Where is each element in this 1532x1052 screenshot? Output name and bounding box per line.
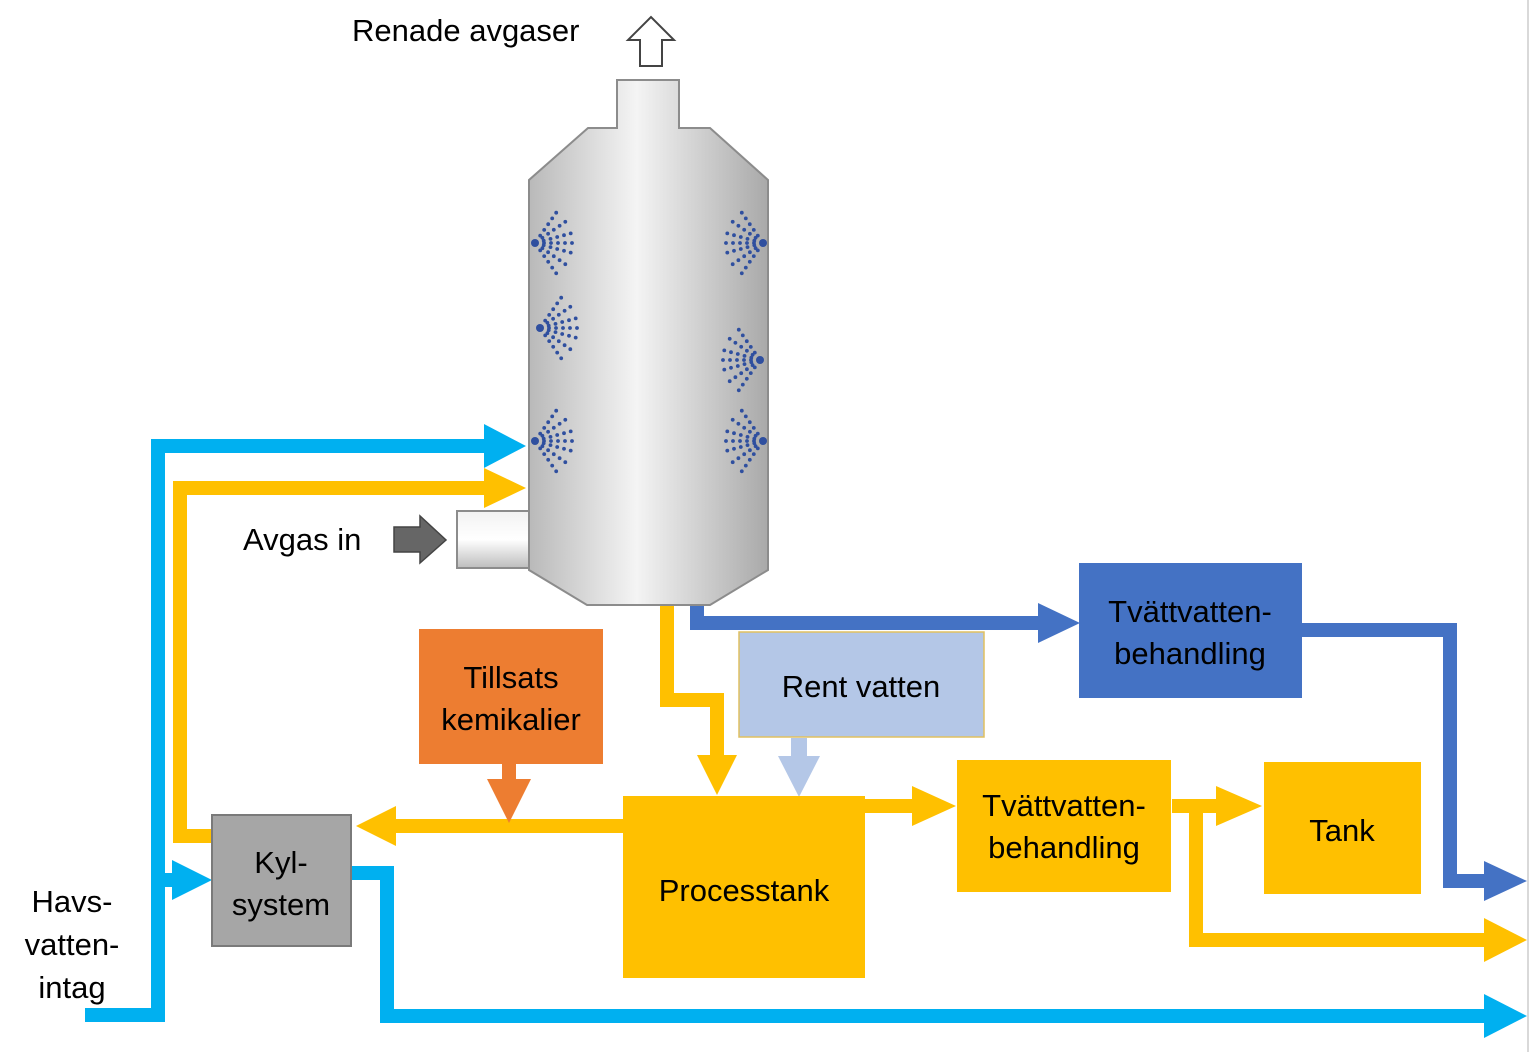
clean-water-feed-arrow — [778, 738, 820, 797]
exhaust-in-label: Avgas in — [243, 522, 361, 557]
chemicals-box: Tillsats kemikalier — [419, 629, 603, 764]
cooling-system-label-line-2: system — [232, 887, 330, 922]
cooling-system-box: Kyl- system — [211, 814, 352, 947]
blue-treatment-discharge-line — [1302, 623, 1490, 888]
exhaust-out-label: Renade avgaser — [352, 13, 580, 48]
washwater-treatment-yellow-label-line-2: behandling — [988, 830, 1140, 865]
washwater-treatment-yellow-box: Tvättvatten- behandling — [957, 760, 1171, 892]
seawater-intake-label: Havs- vatten- intag — [25, 884, 120, 1005]
spray-nozzle-right-1-icon — [724, 210, 767, 276]
treated-arrowhead-discharge — [1484, 861, 1527, 901]
spray-nozzle-left-1-icon — [531, 210, 574, 276]
spray-nozzle-right-2-icon — [721, 327, 764, 393]
seawater-intake-label-line-2: vatten- — [25, 927, 120, 962]
spray-nozzle-left-3-icon — [531, 408, 574, 474]
process-arrowhead-cooling — [356, 806, 396, 846]
seawater-supply-line — [85, 439, 490, 1022]
seawater-arrowhead-scrubber — [484, 424, 526, 468]
process-tank-label: Processtank — [659, 873, 830, 908]
process-water-flow-lines — [173, 468, 1527, 962]
washwater-treatment-yellow-label-line-1: Tvättvatten- — [982, 788, 1146, 823]
seawater-arrowhead-cooling — [172, 860, 212, 900]
clean-water-box: Rent vatten — [738, 631, 985, 738]
seawater-intake-label-line-1: Havs- — [32, 884, 113, 919]
chemicals-label-line-2: kemikalier — [441, 702, 581, 737]
scrubber-drain-line — [660, 605, 724, 760]
chemical-feed-arrow — [487, 763, 531, 823]
exhaust-out-arrow-icon — [625, 15, 677, 67]
exhaust-in-arrow-icon — [393, 514, 448, 565]
seawater-flow-lines — [85, 424, 1527, 1038]
cooling-system-label-line-1: Kyl- — [254, 845, 307, 880]
chemicals-label-line-1: Tillsats — [463, 660, 558, 695]
process-arrowhead-scrubber — [484, 468, 526, 508]
exhaust-inlet-pipe — [456, 510, 530, 569]
washwater-treatment-blue-box: Tvättvatten- behandling — [1079, 563, 1302, 698]
scrubber-tower — [456, 79, 769, 606]
tank-label: Tank — [1309, 813, 1375, 848]
spray-nozzles — [531, 210, 767, 474]
treatment-discharge-line — [1180, 799, 1490, 947]
seawater-intake-label-line-3: intag — [38, 970, 105, 1005]
washwater-treatment-blue-label-line-1: Tvättvatten- — [1108, 594, 1272, 629]
tank-box: Tank — [1264, 762, 1421, 894]
process-tank-box: Processtank — [623, 796, 865, 978]
scrubber-body — [528, 79, 769, 606]
washwater-treatment-blue-label-line-2: behandling — [1114, 636, 1266, 671]
process-arrowhead-discharge — [1484, 918, 1527, 962]
spray-nozzle-right-3-icon — [724, 408, 767, 474]
process-arrowhead-treatment — [912, 786, 956, 826]
process-arrowhead-tank — [1216, 786, 1262, 826]
treated-arrowhead-treatment — [1038, 603, 1080, 643]
process-arrowhead-processtank — [697, 755, 737, 795]
scrubber-to-blue-treatment-line — [690, 605, 1042, 630]
seawater-arrowhead-discharge — [1484, 994, 1527, 1038]
clean-water-label: Rent vatten — [782, 669, 941, 704]
spray-nozzle-left-2-icon — [536, 295, 579, 361]
process-recirc-line — [173, 481, 490, 843]
seawater-discharge-line — [352, 866, 1490, 1023]
treated-water-flow-lines — [690, 603, 1527, 901]
